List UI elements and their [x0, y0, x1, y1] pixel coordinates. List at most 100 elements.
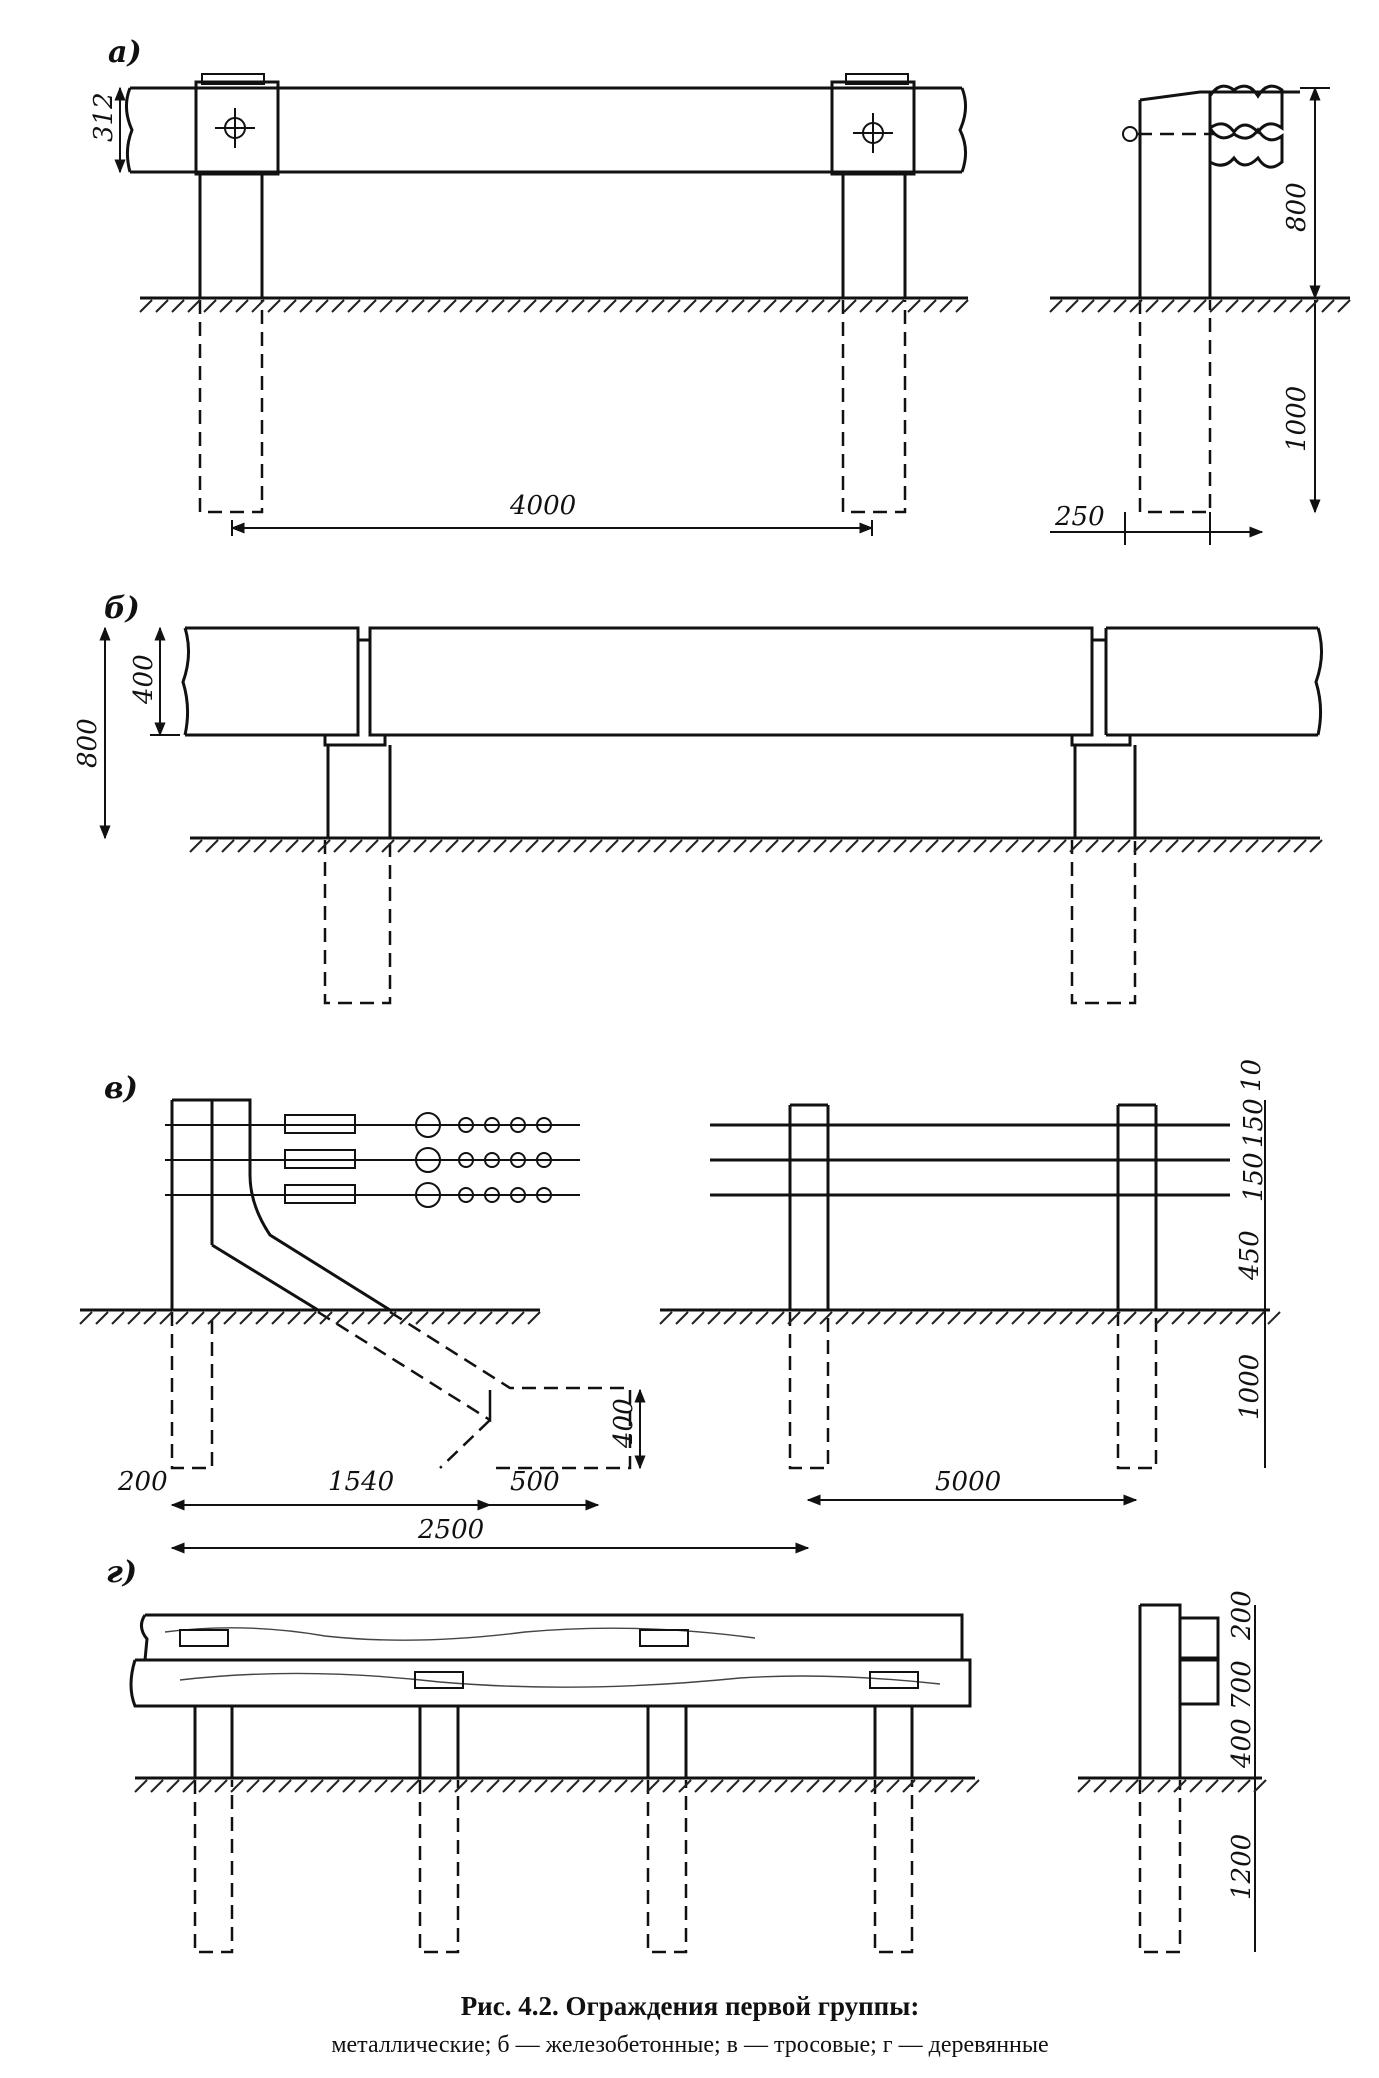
ground-hatch — [653, 839, 667, 853]
ground-hatch — [299, 299, 313, 313]
ground-hatch — [1235, 1311, 1249, 1325]
ground-hatch — [237, 839, 251, 853]
ground-hatch — [1187, 1311, 1201, 1325]
ground-hatch — [989, 839, 1003, 853]
dim-5000: 5000 — [935, 1467, 1001, 1497]
ground-hatch — [255, 1311, 269, 1325]
ground-hatch — [1021, 839, 1035, 853]
ground-hatch — [541, 839, 555, 853]
ground-hatch — [253, 839, 267, 853]
ground-hatch — [511, 1311, 525, 1325]
ground-hatch — [534, 1779, 548, 1793]
ground-hatch — [1117, 839, 1131, 853]
panel-a: а) 312 4000 — [89, 35, 1350, 545]
ground-hatch — [614, 1779, 628, 1793]
ground-hatch — [995, 1311, 1009, 1325]
ground-hatch — [187, 299, 201, 313]
cable-post-1 — [788, 1103, 830, 1310]
ground-hatch — [699, 299, 713, 313]
ground-hatch — [806, 1779, 820, 1793]
ground-hatch — [669, 839, 683, 853]
wood-rail-lower — [129, 1658, 972, 1708]
ground-hatch — [527, 1311, 541, 1325]
ground-hatch — [755, 1311, 769, 1325]
ground-hatch — [246, 1779, 260, 1793]
ground-hatch — [1077, 1779, 1091, 1793]
post-plate-right — [830, 80, 916, 176]
ground-hatch — [1257, 299, 1271, 313]
ground-hatch — [571, 299, 585, 313]
ground-hatch — [198, 1779, 212, 1793]
ground-hatch — [1277, 839, 1291, 853]
ground-hatch — [1241, 299, 1255, 313]
ground-hatch — [214, 1779, 228, 1793]
ground-hatch — [1075, 1311, 1089, 1325]
ground-hatch — [605, 839, 619, 853]
ground-hatch — [1109, 1779, 1123, 1793]
ground-hatch — [822, 1779, 836, 1793]
ground-hatch — [438, 1779, 452, 1793]
ground-hatch — [491, 299, 505, 313]
wood-rail-upper — [140, 1613, 964, 1661]
ground-hatch — [1101, 839, 1115, 853]
ground-hatch — [1037, 839, 1051, 853]
ground-hatch — [1161, 299, 1175, 313]
ground-hatch — [1097, 299, 1111, 313]
ground-hatch — [691, 1311, 705, 1325]
ground-hatch — [902, 1779, 916, 1793]
ground-hatch — [829, 839, 843, 853]
ground-hatch — [678, 1779, 692, 1793]
ground-hatch — [207, 1311, 221, 1325]
dim-800-b: 800 — [73, 718, 103, 768]
panel-a-letter: а) — [108, 35, 142, 70]
panel-b-letter: б) — [104, 591, 140, 626]
ground-hatch — [875, 299, 889, 313]
dim-400-b: 400 — [129, 654, 159, 705]
ground-hatch — [326, 1779, 340, 1793]
dim-700: 700 — [1227, 1660, 1257, 1710]
concrete-block-right — [1104, 626, 1318, 737]
ground-hatch — [235, 299, 249, 313]
ground-hatch — [381, 839, 395, 853]
ground-hatch — [374, 1779, 388, 1793]
dim-1200: 1200 — [1227, 1834, 1257, 1900]
ground-hatch — [659, 1311, 673, 1325]
ground-hatch — [923, 299, 937, 313]
ground-hatch — [747, 299, 761, 313]
ground-hatch — [838, 1779, 852, 1793]
ground-hatch — [342, 1779, 356, 1793]
ground-hatch — [835, 1311, 849, 1325]
ground-hatch — [877, 839, 891, 853]
ground-hatch — [1337, 299, 1351, 313]
ground-hatch — [1125, 1779, 1139, 1793]
ground-hatch — [203, 299, 217, 313]
ground-hatch — [470, 1779, 484, 1793]
ground-hatch — [397, 839, 411, 853]
side-post-a — [1138, 92, 1212, 298]
ground-hatch — [310, 1779, 324, 1793]
ground-hatch — [966, 1779, 980, 1793]
ground-hatch — [939, 299, 953, 313]
panel-v-letter: в) — [104, 1071, 138, 1106]
ground-hatch — [795, 299, 809, 313]
wood-side-post — [1138, 1603, 1182, 1778]
ground-hatch — [587, 299, 601, 313]
ground-hatch — [495, 1311, 509, 1325]
ground-hatch — [710, 1779, 724, 1793]
ground-hatch — [134, 1779, 148, 1793]
ground-hatch — [411, 299, 425, 313]
ground-hatch — [1141, 1779, 1155, 1793]
ground-hatch — [413, 839, 427, 853]
ground-hatch — [1225, 299, 1239, 313]
post-left-buried — [198, 300, 264, 514]
ground-hatch — [445, 839, 459, 853]
ground-hatch — [1209, 299, 1223, 313]
ground-hatch — [1203, 1311, 1217, 1325]
ground-hatch — [1305, 299, 1319, 313]
ground-hatch — [287, 1311, 301, 1325]
ground-hatch — [915, 1311, 929, 1325]
ground-hatch — [171, 299, 185, 313]
ground-hatch — [870, 1779, 884, 1793]
ground-hatch — [95, 1311, 109, 1325]
